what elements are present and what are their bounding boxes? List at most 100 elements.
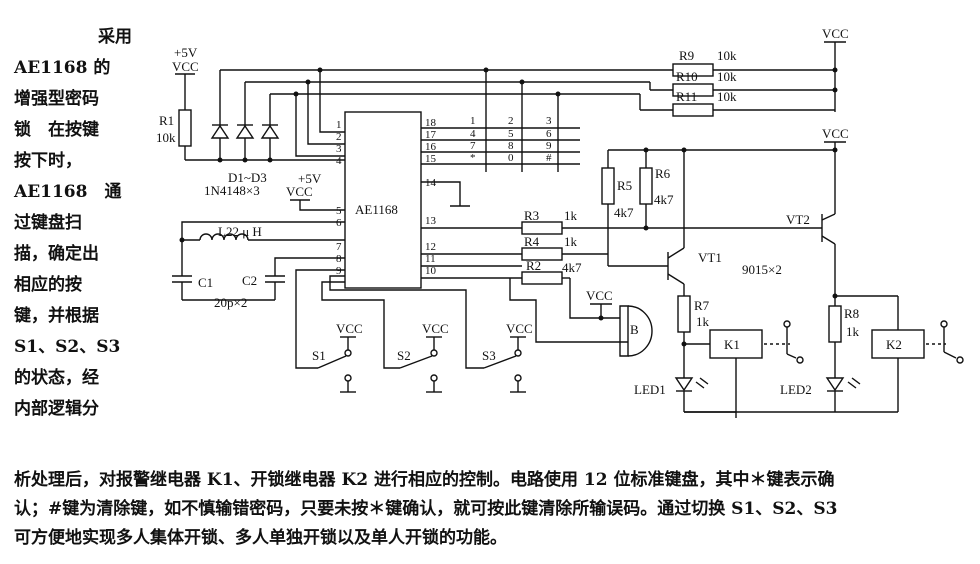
vcc-label-right: VCC (822, 126, 849, 141)
c1-label: C1 (198, 275, 213, 290)
diodes-part: 1N4148×3 (204, 183, 260, 198)
s1-label: S1 (312, 348, 326, 363)
bottom-line: 析处理后，对报警继电器 K1、开锁继电器 K2 进行相应的控制。电路使用 12 … (14, 470, 835, 490)
switch-s2-blade[interactable] (399, 355, 433, 369)
side-line: AE1168 通 (14, 182, 122, 202)
r5-value: 4k7 (614, 205, 634, 220)
pin-1: 1 (336, 119, 342, 131)
diode-d3 (260, 124, 280, 139)
pin-5: 5 (336, 205, 342, 217)
wire (299, 200, 345, 211)
r1-label: R1 (159, 113, 174, 128)
vcc-label-2: VCC (286, 184, 313, 199)
key-hash[interactable]: # (546, 152, 552, 164)
buzzer-b (619, 305, 629, 357)
key-8[interactable]: 8 (508, 140, 514, 152)
ic-label: AE1168 (355, 202, 398, 217)
wire (821, 235, 836, 245)
r3-label: R3 (524, 208, 539, 223)
switch-s3-blade[interactable] (483, 355, 517, 369)
wire (509, 278, 628, 343)
wire (274, 257, 345, 276)
pin-11: 11 (425, 253, 436, 265)
buzzer-label: B (630, 322, 639, 337)
k1-label: K1 (724, 337, 740, 352)
r10-value: 10k (717, 69, 737, 84)
c2-label: C2 (242, 273, 257, 288)
vcc-label-1: VCC (172, 59, 199, 74)
key-2[interactable]: 2 (508, 115, 514, 127)
switch-contact (514, 349, 522, 357)
buzzer-b-horn (627, 305, 653, 357)
vcc-label-s3: VCC (506, 321, 533, 336)
r2-label: R2 (526, 258, 541, 273)
r8-label: R8 (844, 306, 859, 321)
key-4[interactable]: 4 (470, 128, 476, 140)
wire (786, 353, 797, 359)
key-star[interactable]: * (470, 152, 476, 164)
pin-14: 14 (425, 177, 437, 189)
side-line: 相应的按 (14, 275, 82, 295)
pin-2: 2 (336, 131, 342, 143)
inductor-l (199, 233, 249, 241)
relay-k1 (709, 329, 763, 359)
pin-10: 10 (425, 265, 437, 277)
relay-contact (796, 356, 804, 364)
side-line: 采用 (98, 27, 132, 47)
r4-value: 1k (564, 234, 578, 249)
led1-label: LED1 (634, 382, 666, 397)
r3-value: 1k (564, 208, 578, 223)
bottom-line: 可方便地实现多人集体开锁、多人单独开锁以及单人开锁的功能。 (14, 528, 507, 548)
key-6[interactable]: 6 (546, 128, 552, 140)
key-3[interactable]: 3 (546, 115, 552, 127)
led2-label: LED2 (780, 382, 812, 397)
wire (321, 281, 400, 369)
junction (317, 67, 323, 73)
resistor-r8 (828, 305, 842, 343)
resistor-r3 (521, 221, 563, 235)
resistor-r2 (521, 271, 563, 285)
key-0[interactable]: 0 (508, 152, 514, 164)
switch-contact (344, 374, 352, 382)
wire (667, 273, 685, 285)
junction (305, 79, 311, 85)
key-7[interactable]: 7 (470, 140, 476, 152)
diode-d1 (210, 124, 230, 139)
r11-label: R11 (676, 89, 697, 104)
key-1[interactable]: 1 (470, 115, 476, 127)
switch-contact (514, 374, 522, 382)
pin-15: 15 (425, 153, 437, 165)
key-5[interactable]: 5 (508, 128, 514, 140)
caps-label: 20p×2 (214, 295, 247, 310)
relay-contact (940, 320, 948, 328)
bottom-description: 析处理后，对报警继电器 K1、开锁继电器 K2 进行相应的控制。电路使用 12 … (14, 466, 970, 553)
junction (293, 91, 299, 97)
switch-s1-blade[interactable] (317, 355, 347, 369)
r6-value: 4k7 (654, 192, 674, 207)
r1-value: 10k (156, 130, 176, 145)
wire (295, 269, 345, 369)
s2-label: S2 (397, 348, 411, 363)
r5-label: R5 (617, 178, 632, 193)
vcc-label-top: VCC (822, 26, 849, 41)
side-description: 采用 AE1168 的 增强型密码 锁 在按键 按下时， AE1168 通 过键… (14, 22, 132, 425)
pin-6: 6 (336, 217, 342, 229)
junction (643, 225, 649, 231)
wire (821, 213, 836, 221)
inductor-label: L22 μ H (218, 224, 262, 239)
switch-contact (430, 349, 438, 357)
vcc-label-buzzer: VCC (586, 288, 613, 303)
relay-contact (783, 320, 791, 328)
diode-d2 (235, 124, 255, 139)
key-9[interactable]: 9 (546, 140, 552, 152)
r9-value: 10k (717, 48, 737, 63)
junction (832, 67, 838, 73)
k2-label: K2 (886, 337, 902, 352)
bottom-line: 认；#键为清除键，如不慎输错密码，只要未按＊键确认，就可按此键清除所输误码。通过… (14, 499, 838, 519)
r6-label: R6 (655, 166, 671, 181)
r7-value: 1k (696, 314, 710, 329)
junction (519, 79, 525, 85)
diodes-label: D1~D3 (228, 170, 267, 185)
r9-label: R9 (679, 48, 694, 63)
junction (832, 87, 838, 93)
